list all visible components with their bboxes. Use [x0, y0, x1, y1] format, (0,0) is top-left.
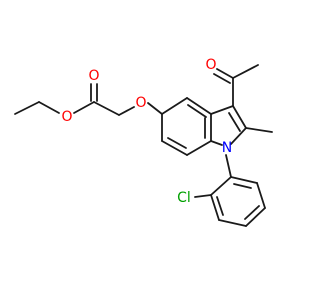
bond-ethyl-ch2-o [38, 101, 60, 114]
bond-ethyl-ch3-ch2 [14, 101, 40, 115]
bond-n1-phenyl-c1 [225, 154, 232, 178]
bond-ph-c2-c3 [210, 194, 220, 221]
atom-labels: O O O O N Cl [61, 57, 232, 206]
bond-ph-c5-c6 [256, 182, 266, 209]
bond-ph-c3-c4 [218, 219, 247, 227]
bond-ph-c2-c3-inner [216, 196, 224, 216]
bond-c5-c4 [161, 97, 188, 115]
bond-ph-c1-c2 [210, 176, 232, 196]
bond-ph-c4-c5 [245, 207, 266, 227]
atom-o-carbonyl-ester: O [88, 68, 99, 84]
bond-acetyl-c-double-o-b [213, 73, 231, 84]
bond-ph-c6-c1-inner [233, 183, 252, 189]
bond-c3-c2 [232, 105, 247, 129]
atom-o-ester: O [61, 109, 72, 125]
atom-o-carbonyl-ketone: O [205, 57, 216, 73]
bond-ester-o-carbonyl-c [73, 101, 95, 114]
bond-c7-c6-inner [167, 137, 187, 149]
bond-c7a-c7 [186, 140, 212, 156]
bond-ph-c4-c5-inner [244, 205, 260, 220]
atom-o-ether: O [135, 95, 146, 111]
atom-cl: Cl [177, 190, 191, 206]
bond-c2-methyl [245, 127, 273, 133]
molecule-structure-diagram: O O O O N Cl [14, 57, 273, 227]
bond-n1-c7a [210, 140, 223, 146]
bond-c3a-c3 [210, 105, 234, 115]
bond-c3-c2-inner [228, 112, 241, 132]
bond-ph-c6-c1 [230, 176, 258, 184]
bond-ch2-ether-o [118, 106, 135, 116]
bond-acetyl-c-double-o-a [216, 68, 234, 79]
bond-c2-n1 [230, 127, 247, 145]
bond-acetyl-c-ch3 [232, 64, 259, 79]
bonds [14, 64, 273, 227]
bond-ph-c2-cl [194, 194, 212, 198]
bond-c7-c6 [161, 140, 188, 156]
bond-ether-o-c5 [147, 102, 163, 115]
bond-c4-c3a-inner [187, 104, 207, 118]
bond-carbonyl-c-ch2 [93, 101, 120, 116]
atom-n-indole: N [222, 140, 232, 156]
bond-c4-c3a [186, 97, 212, 115]
